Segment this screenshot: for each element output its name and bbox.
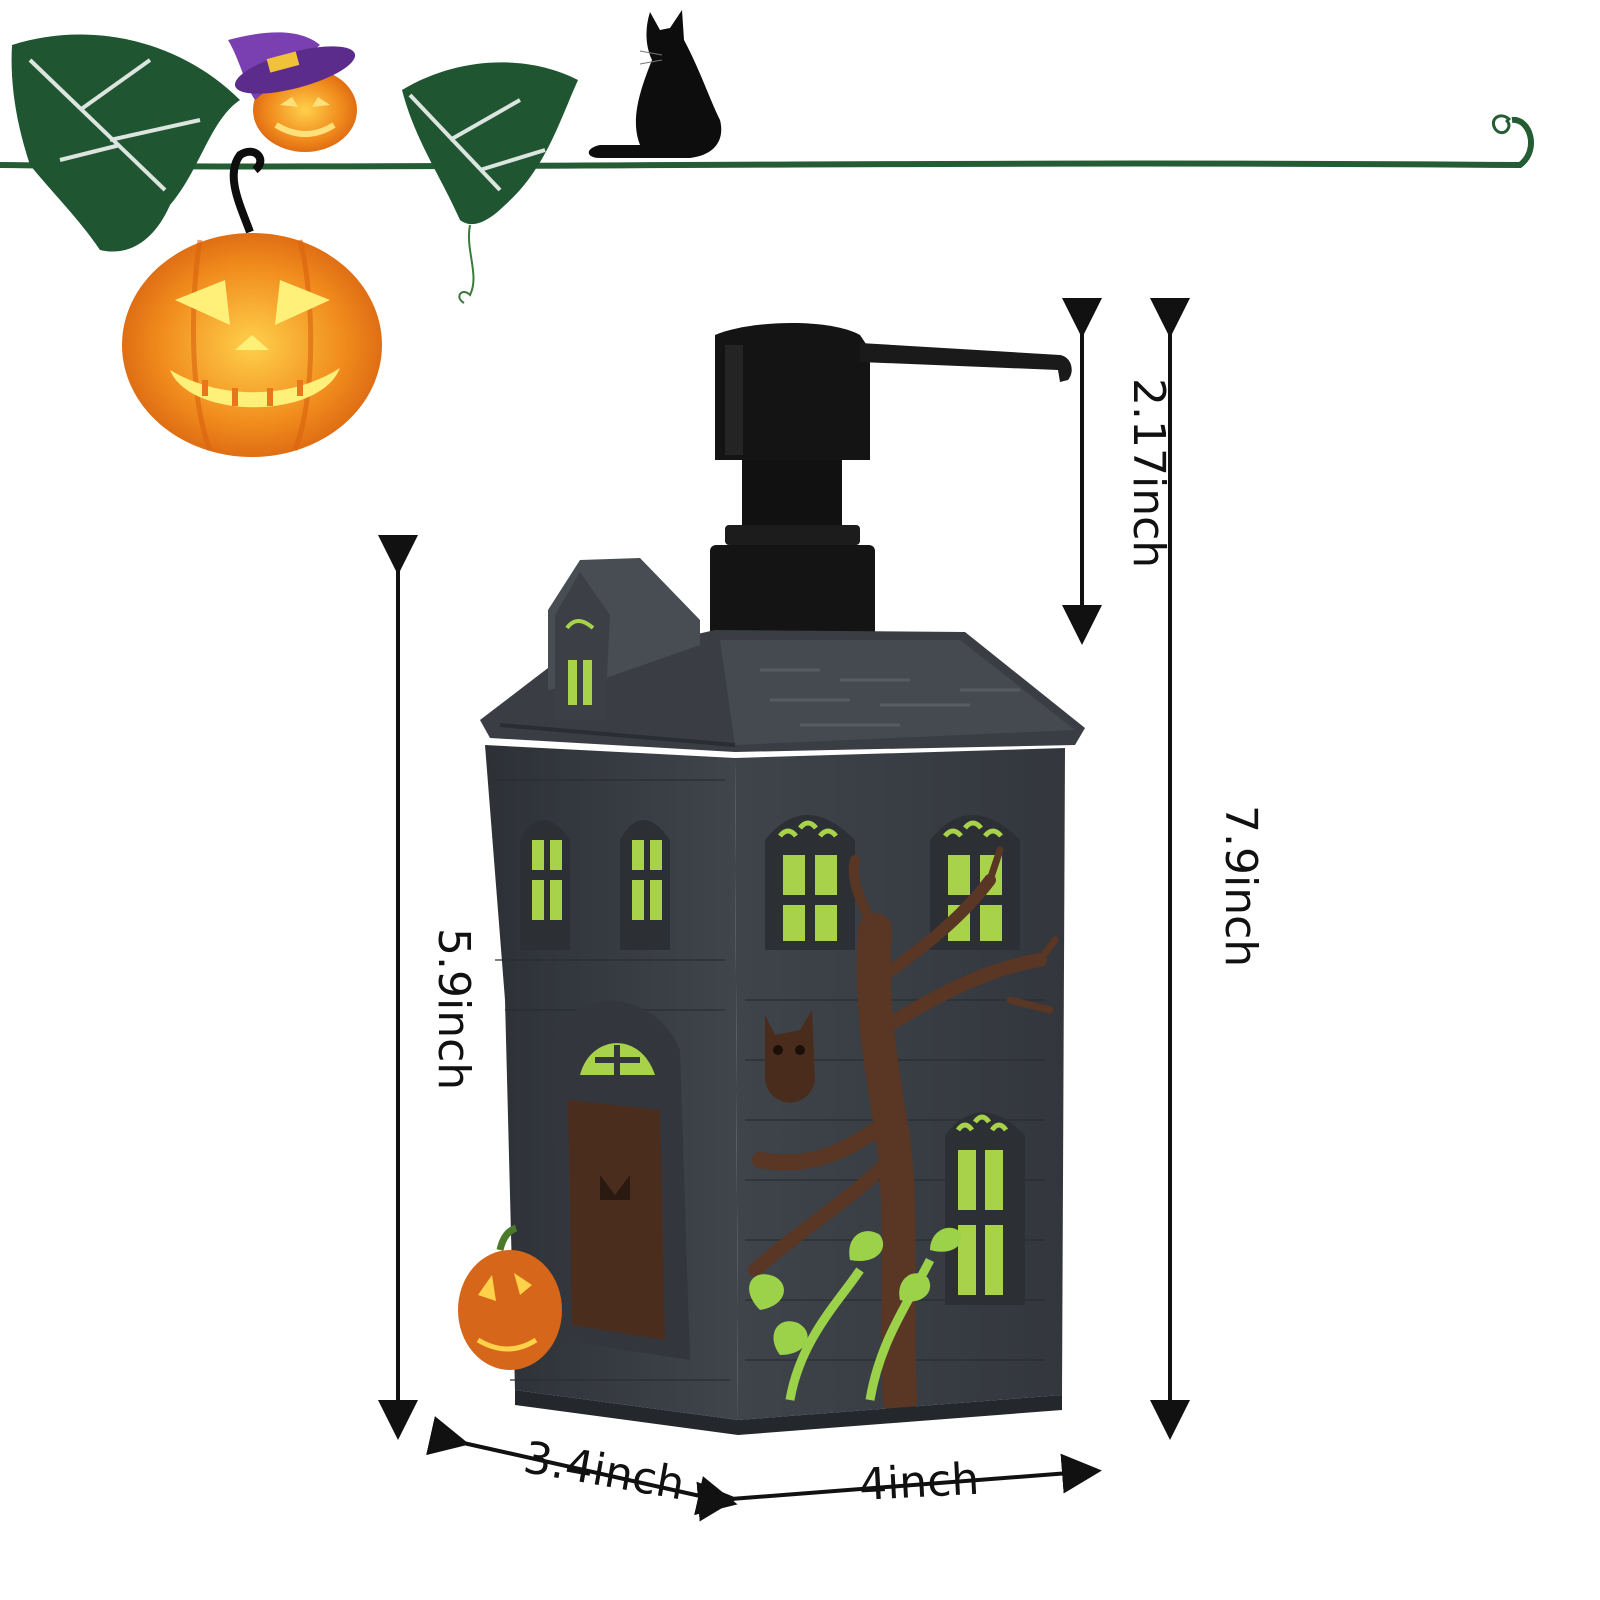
soap-dispenser bbox=[458, 322, 1085, 1435]
leaf-icon bbox=[11, 34, 240, 252]
arrow-width bbox=[696, 1453, 1102, 1522]
cat-silhouette-icon bbox=[588, 10, 722, 158]
pump-height-label: 2.17inch bbox=[1123, 378, 1174, 569]
roof bbox=[480, 558, 1085, 752]
owl-icon bbox=[765, 1010, 815, 1103]
hanging-jack-o-lantern-icon bbox=[122, 147, 382, 457]
arrow-depth bbox=[426, 1416, 738, 1516]
green-vines bbox=[749, 1227, 962, 1401]
top-vine-decoration bbox=[0, 10, 1534, 457]
pump-head bbox=[710, 322, 1072, 645]
dimension-arrows bbox=[378, 298, 1190, 1522]
side-windows bbox=[520, 820, 670, 950]
arched-door-icon bbox=[550, 1001, 690, 1360]
leaf-icon bbox=[402, 62, 578, 304]
vine-curl-icon bbox=[1491, 114, 1512, 135]
dormer-window bbox=[565, 619, 595, 705]
witch-hat-pumpkin-icon bbox=[228, 32, 357, 152]
body-height-label: 5.9inch bbox=[428, 928, 479, 1091]
total-height-label: 7.9inch bbox=[1215, 805, 1266, 968]
width-label: 4inch bbox=[857, 1453, 981, 1511]
small-pumpkin-icon bbox=[458, 1224, 562, 1370]
vine-line bbox=[0, 117, 1534, 170]
